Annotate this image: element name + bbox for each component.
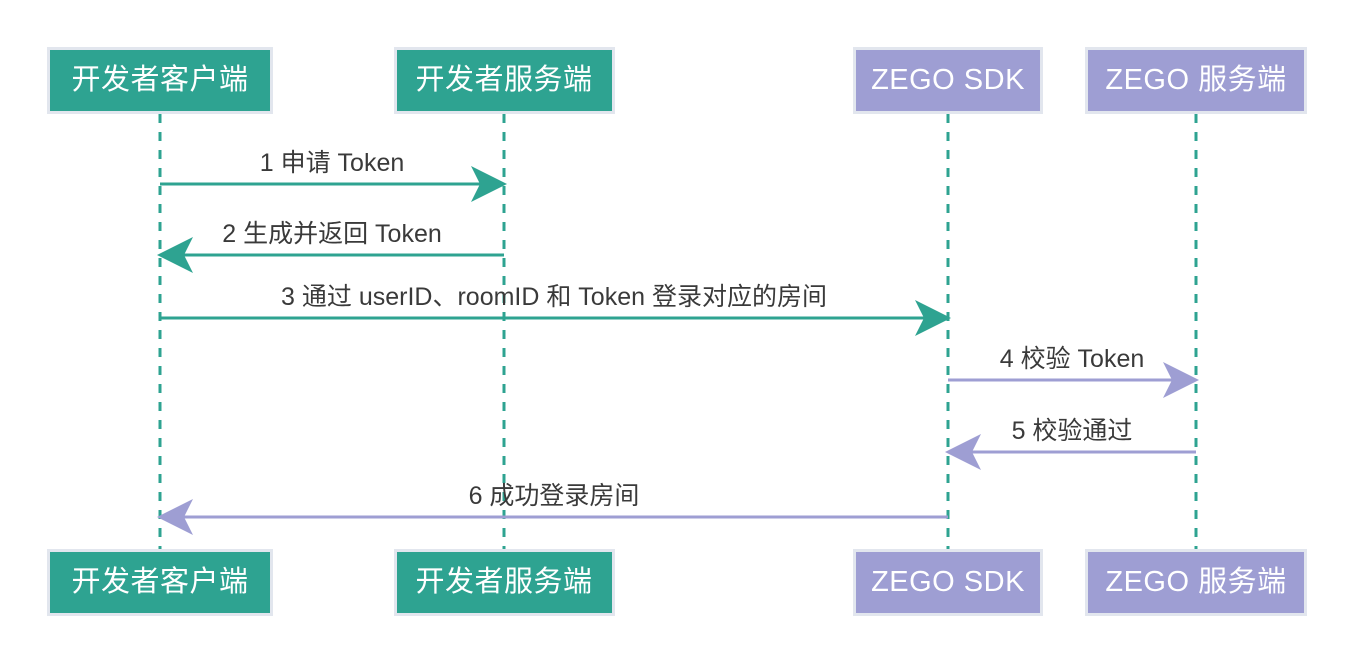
message-label-2: 2 生成并返回 Token [222, 220, 442, 248]
participant-label-dev-client: 开发者客户端 [71, 64, 249, 96]
participant-label-dev-server: 开发者服务端 [415, 64, 593, 96]
participant-box-zego-sdk-bottom[interactable]: ZEGO SDK [853, 549, 1043, 616]
participant-box-zego-server-bottom[interactable]: ZEGO 服务端 [1085, 549, 1307, 616]
message-label-4: 4 校验 Token [999, 345, 1145, 373]
message-arrows-group [157, 166, 1199, 535]
participant-box-zego-server-top[interactable]: ZEGO 服务端 [1085, 47, 1307, 114]
participant-label-dev-client: 开发者客户端 [71, 566, 249, 598]
participant-label-zego-sdk: ZEGO SDK [871, 566, 1025, 598]
participant-box-dev-server-bottom[interactable]: 开发者服务端 [393, 549, 615, 616]
participant-label-dev-server: 开发者服务端 [415, 566, 593, 598]
participant-label-zego-server: ZEGO 服务端 [1105, 566, 1287, 598]
message-label-6: 6 成功登录房间 [468, 482, 640, 510]
message-label-5: 5 校验通过 [1011, 417, 1133, 445]
participant-label-zego-sdk: ZEGO SDK [871, 64, 1025, 96]
participant-box-dev-client-bottom[interactable]: 开发者客户端 [47, 549, 273, 616]
message-label-1: 1 申请 Token [259, 149, 405, 177]
participant-box-dev-server-top[interactable]: 开发者服务端 [393, 47, 615, 114]
participant-box-zego-sdk-top[interactable]: ZEGO SDK [853, 47, 1043, 114]
message-label-3: 3 通过 userID、roomID 和 Token 登录对应的房间 [281, 283, 827, 311]
participant-label-zego-server: ZEGO 服务端 [1105, 64, 1287, 96]
lifelines-group [158, 114, 1198, 549]
participant-box-dev-client-top[interactable]: 开发者客户端 [47, 47, 273, 114]
